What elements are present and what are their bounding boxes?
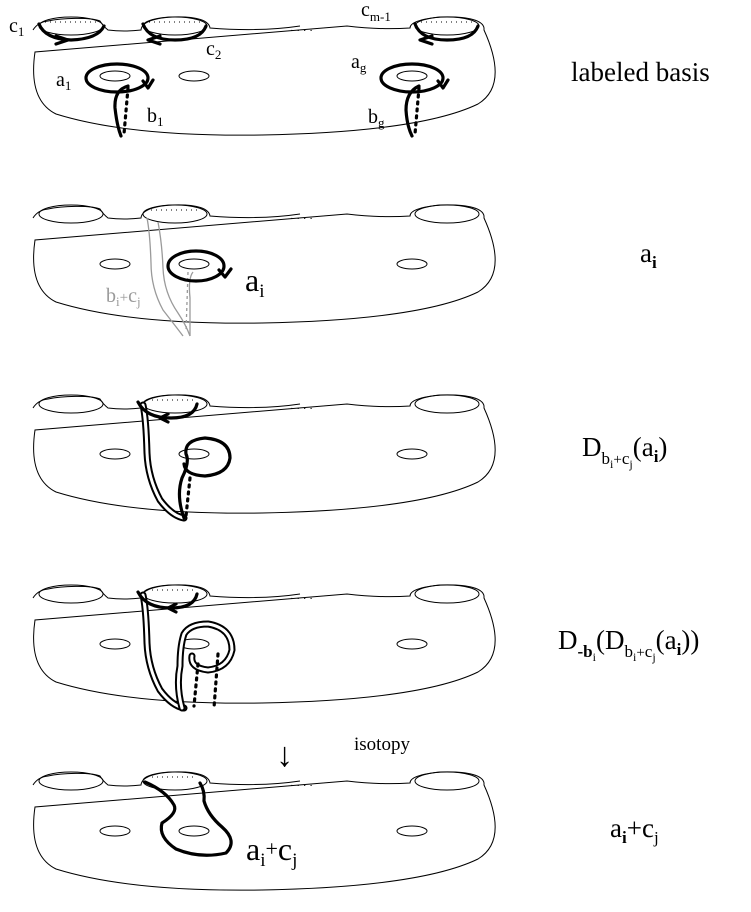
isotopy-label: isotopy: [354, 734, 410, 755]
caption-labeled-basis: labeled basis: [571, 57, 710, 87]
c2-curve: [141, 22, 208, 42]
caption-ai-plus-cj: ai+cj: [610, 813, 659, 847]
caption-dehn-twist: Dbi+cj(ai): [582, 432, 667, 471]
cm-curve: [413, 22, 480, 42]
b1-curve: [113, 84, 130, 138]
ag-curve: [379, 62, 445, 94]
label-a1: a1: [56, 69, 71, 93]
label-bi-plus-cj: bi+cj: [106, 285, 141, 309]
svg-text:· · · ·: · · · ·: [290, 403, 313, 415]
bc-curve-right: [157, 221, 191, 337]
panel-ai: · · · · ai bi+cj ai: [32, 204, 657, 337]
label-b1: b1: [147, 105, 164, 129]
bc-curve-left: [146, 217, 184, 337]
bg-curve: [404, 84, 421, 138]
a1-arrow: [141, 78, 155, 90]
c2-arrow: [146, 34, 162, 46]
ellipsis: · · · ·: [290, 25, 313, 37]
panel-dehn-twist: · · · · Dbi+cj(ai): [32, 394, 667, 522]
panel-double-twist: · · · · D-bi(Dbi+cj(ai)): [32, 584, 699, 712]
label-ai: ai: [245, 262, 264, 302]
label-ai-plus-cj: ai+cj: [246, 831, 297, 871]
panel-labeled-basis: c1 c2 cm-1 a1 ag b1 bg · · · · labeled b…: [9, 0, 710, 138]
svg-text:· · · ·: · · · ·: [290, 593, 313, 605]
double-twist-dotted-2: [212, 652, 220, 710]
c1-curve: [37, 22, 106, 42]
c1-arrow: [54, 34, 70, 46]
label-ag: ag: [351, 51, 367, 75]
ag-arrow: [436, 78, 450, 90]
svg-text:· · · ·: · · · ·: [290, 213, 313, 225]
cm-arrow: [418, 34, 434, 46]
panel-ai-plus-cj: · · · · ai+cj ai+cj: [32, 771, 659, 891]
bg-dotted-back: [413, 86, 421, 136]
label-cm1: cm-1: [361, 0, 391, 24]
isotopy-arrow: ↓: [276, 737, 293, 774]
svg-text:· · · ·: · · · ·: [290, 780, 313, 792]
caption-ai: ai: [640, 238, 657, 272]
isotopy-step: ↓ isotopy: [276, 734, 410, 774]
twisted-ai-curve: [177, 436, 232, 520]
double-twist-loop: [174, 620, 236, 712]
double-twist-dotted-1: [192, 662, 200, 708]
b1-dotted-back: [122, 86, 130, 136]
bc-curve-inner: [188, 271, 194, 336]
ai-arrow: [217, 267, 233, 279]
twisted-dotted-back: [184, 476, 192, 518]
label-c2: c2: [206, 38, 221, 62]
a1-curve: [84, 62, 150, 94]
sum-curve: [143, 780, 233, 857]
label-bg: bg: [368, 106, 385, 130]
twisted-c-curve: [136, 400, 199, 420]
caption-double-twist: D-bi(Dbi+cj(ai)): [558, 625, 699, 664]
ai-curve: [166, 249, 226, 283]
label-c1: c1: [9, 15, 24, 39]
bc-dotted-back: [185, 271, 189, 333]
